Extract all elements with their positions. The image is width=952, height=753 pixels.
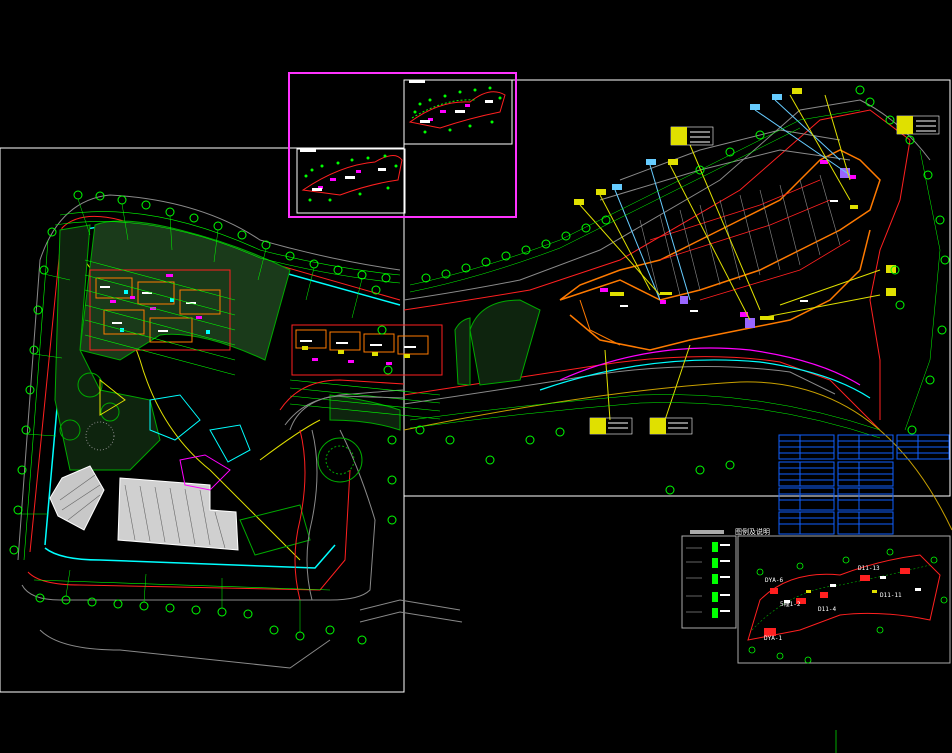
left-road [279, 379, 405, 601]
thumbnail-bottom[interactable] [296, 148, 406, 214]
right-landscape-hatch [454, 299, 541, 386]
thumbnail-top[interactable] [403, 79, 513, 145]
left-hatched-building-large [117, 477, 239, 551]
legend-title: 图例及说明 [735, 527, 770, 536]
thumbnail-bottom-plan [300, 149, 403, 202]
blue-table-4 [778, 461, 835, 487]
key-plan-label: DYA-6 [765, 577, 783, 584]
right-viewport-frame [403, 79, 951, 497]
blue-table-8 [778, 511, 835, 535]
left-dimension-lines [23, 211, 401, 591]
left-landscape-features [59, 372, 363, 556]
right-detail-clusters [600, 160, 858, 328]
right-yellow-tables [589, 115, 940, 435]
blue-table-6 [778, 487, 835, 511]
left-hatched-building-small [49, 465, 105, 531]
left-axis-leaders [18, 198, 363, 632]
yellow-table-4 [649, 417, 693, 435]
yellow-table-2 [896, 115, 940, 135]
selection-highlight-frame[interactable] [288, 72, 517, 218]
right-leader-lines [579, 94, 881, 421]
blue-table-5 [837, 461, 894, 487]
left-building-cluster-1 [84, 259, 236, 376]
key-plan [737, 535, 951, 664]
blue-table-1 [778, 434, 835, 460]
yellow-table-1 [670, 126, 714, 146]
key-plan-label: 5幢1-2 [780, 600, 801, 608]
thumbnail-top-plan [408, 80, 506, 134]
blue-table-9 [837, 511, 894, 535]
blue-table-3 [896, 434, 950, 460]
legend-box [681, 530, 737, 629]
right-dimension-lines [409, 109, 941, 439]
left-building-cluster-2 [289, 324, 443, 420]
blue-sheet-tables [778, 434, 950, 535]
lower-road [359, 599, 837, 753]
blue-table-7 [837, 487, 894, 511]
right-axis-bubbles [415, 85, 950, 495]
yellow-table-3 [589, 417, 633, 435]
right-site-boundaries [403, 99, 952, 531]
key-plan-label: D11-13 [858, 565, 880, 572]
key-plan-label: DYA-1 [764, 635, 782, 642]
key-plan-label: D11-4 [818, 606, 836, 613]
key-plan-label: D11-11 [880, 592, 902, 599]
key-plan-labels: DYA-1 DYA-6 5幢1-2 D11-4 D11-13 D11-11 [764, 565, 902, 642]
blue-table-2 [837, 434, 894, 460]
